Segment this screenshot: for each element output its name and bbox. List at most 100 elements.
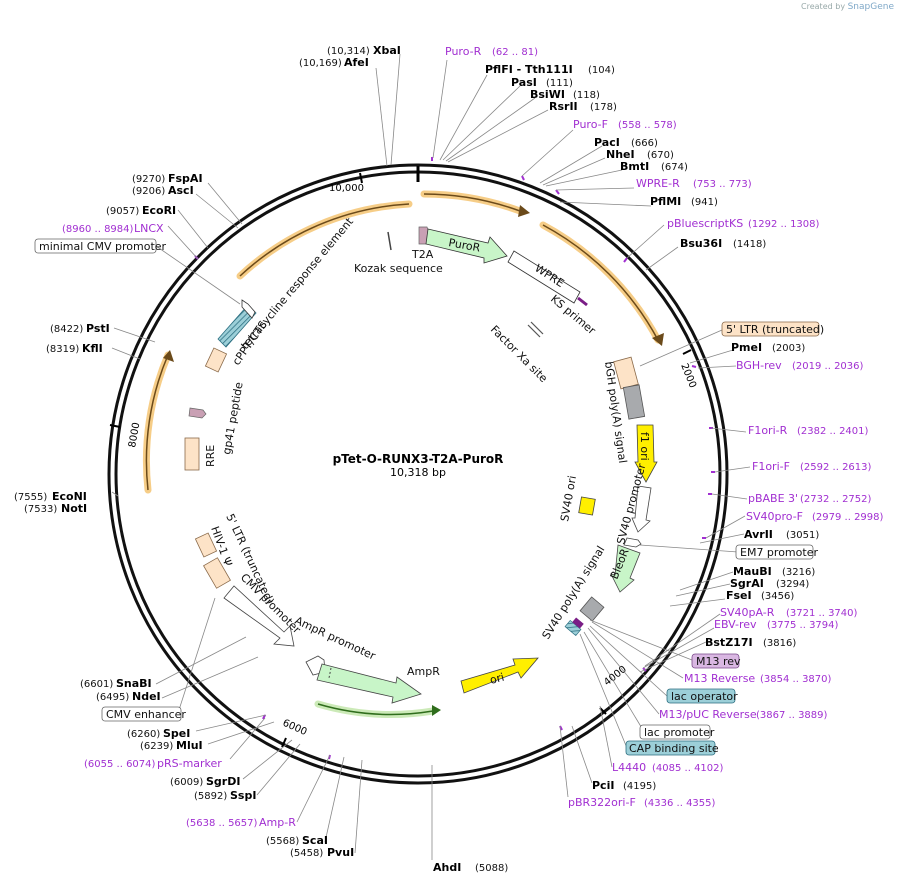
site-afei: AfeI: [344, 56, 369, 69]
site-ndei: NdeI: [132, 690, 161, 703]
rre-label: RRE: [204, 445, 217, 467]
site-ebv-rev: EBV-rev: [714, 618, 757, 631]
site-bmti: BmtI: [620, 160, 649, 173]
site-sv40pro-f-pos: (2979 .. 2998): [812, 512, 884, 523]
wpre-block: [507, 250, 581, 304]
site-l4440: L4440: [612, 761, 646, 774]
site-l4440-pos: (4085 .. 4102): [652, 763, 724, 774]
site-psti: PstI: [86, 322, 110, 335]
site-f1ori-r-pos: (2382 .. 2401): [797, 426, 869, 437]
site-puro-f-pos: (558 .. 578): [618, 120, 677, 131]
feature-box-cap: [625, 740, 716, 756]
feature-box-em7: [735, 544, 814, 560]
backbone-outer-ring: [107, 163, 729, 785]
site-f1ori-f: F1ori-F: [752, 460, 790, 473]
site-sgrai: SgrAI: [730, 577, 764, 590]
site-pvui: PvuI: [327, 846, 354, 859]
site-ecori: EcoRI: [142, 204, 176, 217]
site-sgrai-pos: (3294): [776, 579, 809, 590]
puror-label: PuroR: [447, 236, 481, 254]
site-scai-pos: (5568): [266, 836, 299, 847]
site-rsrii-pos: (178): [590, 102, 617, 113]
cmv-promoter-arrow: [223, 585, 295, 647]
site-fsei: FseI: [726, 589, 752, 602]
orf-arcs: [142, 190, 664, 718]
gp41-block: [188, 407, 207, 419]
site-ahdi-pos: (5088): [475, 863, 508, 874]
site-noti-pos: (7533): [24, 504, 57, 515]
site-ndei-pos: (6495): [96, 692, 129, 703]
ampr-label: AmpR: [407, 665, 440, 678]
site-pbabe3-pos: (2732 .. 2752): [800, 494, 872, 505]
site-avrii: AvrII: [744, 528, 773, 541]
site-sspi: SspI: [230, 789, 256, 802]
site-bsiwi: BsiWI: [530, 88, 565, 101]
site-scai: ScaI: [302, 834, 328, 847]
site-maubi: MauBI: [733, 565, 772, 578]
site-asci-pos: (9206): [132, 186, 165, 197]
site-pasi-pos: (111): [546, 78, 573, 89]
site-pflmi-pos: (941): [691, 197, 718, 208]
f1ori-label: f1 ori: [638, 432, 651, 461]
site-pflfi: PflFI - Tth111I: [485, 63, 573, 76]
site-psti-pos: (8422): [50, 324, 83, 335]
site-fsei-pos: (3456): [761, 591, 794, 602]
site-kfli-pos: (8319): [46, 344, 79, 355]
site-pbr322ori-f: pBR322ori-F: [568, 796, 636, 809]
sv40ori-label: SV40 ori: [558, 475, 579, 523]
site-em7: EM7 promoter: [740, 546, 818, 559]
right-site-labels: PflFI - Tth111I(104) PasI(111) BsiWI(118…: [485, 63, 884, 809]
bgh-block: [622, 384, 646, 420]
site-avrii-pos: (3051): [786, 530, 819, 541]
kozak-label: Kozak sequence: [354, 262, 443, 275]
plasmid-name: pTet-O-RUNX3-T2A-PuroR: [333, 452, 504, 466]
t2a-label: T2A: [411, 248, 434, 261]
site-pbluescriptks: pBluescriptKS: [667, 217, 743, 230]
site-wpre-r: WPRE-R: [636, 177, 680, 190]
site-snabi-pos: (6601): [80, 679, 113, 690]
site-bgh-rev: BGH-rev: [736, 359, 782, 372]
site-pmei-pos: (2003): [772, 343, 805, 354]
tick-10000: 10,000: [329, 183, 364, 194]
puror-arrow: [425, 228, 508, 264]
site-pbluescriptks-pos: (1292 .. 1308): [748, 219, 820, 230]
feature-box-lacop: [666, 688, 736, 704]
site-m13reverse: M13 Reverse: [684, 672, 755, 685]
snapgene-credit: Created by SnapGene: [801, 2, 894, 12]
feature-box-m13rev: [691, 653, 740, 669]
site-ebv-rev-pos: (3775 .. 3794): [767, 620, 839, 631]
plasmid-size: 10,318 bp: [390, 466, 446, 479]
f1ori-arrow: [634, 424, 658, 483]
site-maubi-pos: (3216): [782, 567, 815, 578]
site-econi-pos: (7555): [14, 492, 47, 503]
site-nhei: NheI: [606, 148, 635, 161]
site-ecori-pos: (9057): [106, 206, 139, 217]
site-puro-r-pos: (62 .. 81): [492, 47, 538, 58]
site-spei: SpeI: [163, 727, 190, 740]
site-rsrii: RsrII: [549, 100, 578, 113]
site-sv40pa-r-pos: (3721 .. 3740): [786, 608, 858, 619]
site-amp-r-pos: (5638 .. 5657): [186, 818, 258, 829]
site-mlui: MluI: [176, 739, 203, 752]
site-5ltr-right: 5' LTR (truncated): [726, 323, 824, 336]
cppt-arrow: [241, 299, 256, 319]
site-spei-pos: (6260): [127, 729, 160, 740]
site-m13rev: M13 rev: [696, 655, 741, 668]
feature-box-mincmv: [34, 238, 157, 254]
site-amp-r: Amp-R: [259, 816, 296, 829]
site-f1ori-f-pos: (2592 .. 2613): [800, 462, 872, 473]
site-bsu36i: Bsu36I: [680, 237, 722, 250]
site-pbabe3: pBABE 3': [748, 492, 798, 505]
site-pcii: PciI: [592, 779, 614, 792]
credit-text: Created by: [801, 2, 846, 11]
site-m13puc-pos: (3867 .. 3889): [756, 710, 828, 721]
credit-brand: SnapGene: [847, 2, 894, 12]
site-fspai: FspAI: [168, 172, 203, 185]
site-pflmi: PflMI: [650, 195, 681, 208]
feature-box-lacpro: [639, 724, 711, 740]
ampr-promoter-label: AmpR promoter: [293, 614, 378, 663]
site-ahdi: AhdI: [433, 861, 461, 874]
tick-6000: 6000: [281, 718, 309, 738]
site-lacop: lac operator: [671, 690, 738, 703]
